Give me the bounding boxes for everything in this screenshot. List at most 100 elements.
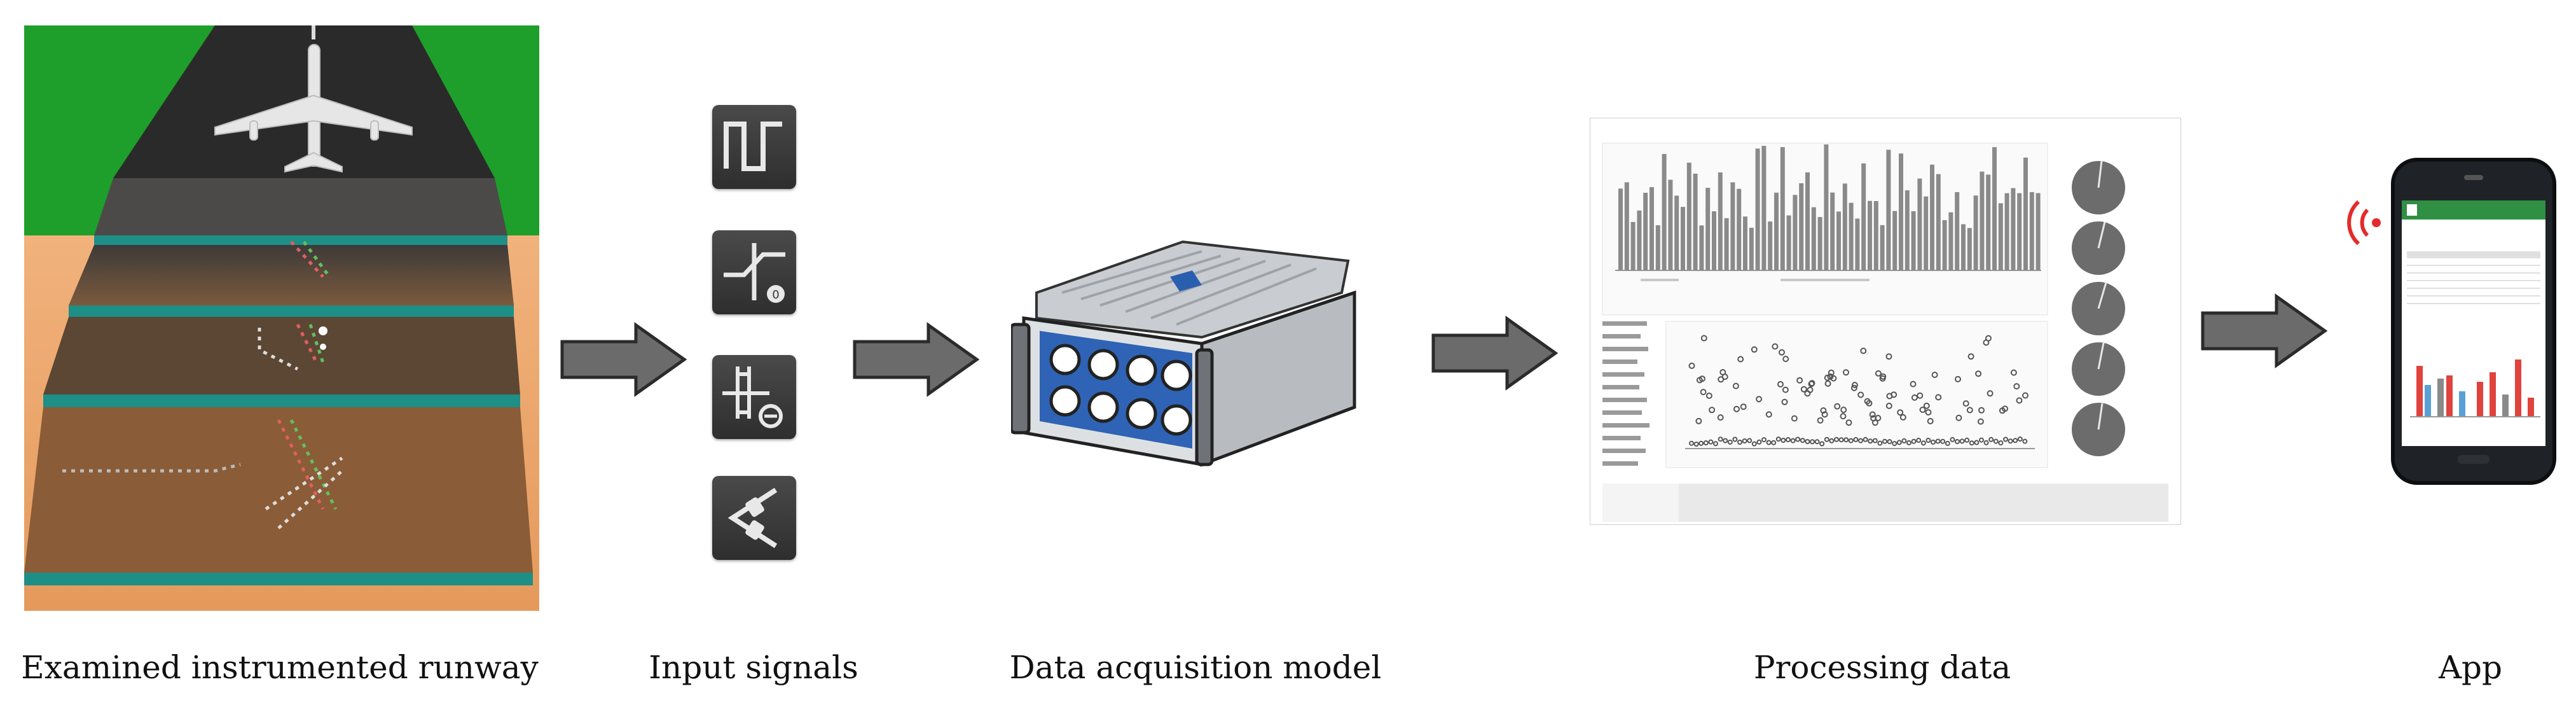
dashboard-bar bbox=[1980, 171, 1985, 270]
caption-app: App bbox=[2438, 649, 2503, 686]
dashboard-point bbox=[1885, 402, 1892, 409]
caption-input-signals: Input signals bbox=[649, 649, 858, 686]
dashboard-point bbox=[1732, 436, 1738, 442]
dashboard-point bbox=[1869, 411, 1876, 418]
dashboard-point bbox=[1927, 417, 1934, 424]
dashboard-point bbox=[2016, 397, 2023, 404]
dashboard-bar bbox=[1873, 200, 1878, 270]
thermocouple-icon bbox=[712, 476, 796, 560]
dashboard-bar bbox=[1755, 148, 1760, 270]
dashboard-bar bbox=[1743, 216, 1747, 270]
dashboard-point bbox=[1840, 407, 1847, 414]
arrow-right-icon bbox=[560, 322, 687, 397]
dashboard-bar bbox=[1624, 182, 1629, 270]
dashboard-bar bbox=[2017, 193, 2022, 270]
dashboard-bar bbox=[1724, 218, 1729, 270]
dashboard-point bbox=[1931, 439, 1936, 445]
dashboard-point bbox=[1851, 382, 1858, 389]
dashboard-point bbox=[1721, 373, 1728, 380]
dashboard-bar bbox=[1886, 150, 1891, 270]
dashboard-point bbox=[1824, 436, 1829, 442]
dashboard-point bbox=[1882, 438, 1887, 444]
dashboard-bar bbox=[1936, 174, 1941, 270]
dashboard-point bbox=[1875, 370, 1882, 377]
dashboard-bar bbox=[1961, 224, 1966, 270]
dashboard-point bbox=[1709, 407, 1716, 414]
caption-runway: Examined instrumented runway bbox=[21, 649, 539, 686]
dashboard-point bbox=[1756, 439, 1762, 445]
dashboard-point bbox=[2003, 436, 2008, 442]
dashboard-point bbox=[1978, 407, 1985, 414]
dashboard-bar bbox=[1830, 192, 1835, 270]
dashboard-point bbox=[1920, 440, 1926, 446]
dashboard-point bbox=[1966, 407, 1973, 414]
dashboard-point bbox=[1935, 438, 1941, 444]
dashboard-bar bbox=[1749, 227, 1754, 270]
dashboard-point bbox=[1751, 441, 1757, 447]
dashboard-bar bbox=[1630, 221, 1636, 270]
dashboard-point bbox=[1723, 438, 1728, 443]
dashboard-point bbox=[1733, 405, 1740, 412]
dashboard-point bbox=[1843, 437, 1849, 443]
dashboard-point bbox=[1863, 436, 1868, 442]
dashboard-bar bbox=[2004, 193, 2009, 270]
dashboard-point bbox=[1891, 391, 1898, 398]
data-acquisition-module-illustration bbox=[1011, 240, 1356, 467]
dashboard-bar bbox=[1674, 195, 1679, 270]
dashboard-point bbox=[1796, 377, 1803, 384]
dashboard-point bbox=[1782, 386, 1789, 393]
dashboard-bar bbox=[1892, 211, 1898, 270]
dashboard-point bbox=[1840, 413, 1847, 420]
dashboard-point bbox=[1857, 391, 1864, 398]
dashboard-point bbox=[1747, 438, 1753, 443]
dashboard-point bbox=[1977, 418, 1984, 425]
dashboard-point bbox=[1940, 438, 1946, 444]
dashboard-point bbox=[1967, 353, 1974, 360]
dashboard-bar bbox=[1973, 195, 1978, 270]
dashboard-bar bbox=[1904, 190, 1910, 270]
dashboard-pie-charts bbox=[2072, 160, 2125, 456]
dashboard-bar bbox=[1761, 146, 1767, 270]
dashboard-bar bbox=[1774, 192, 1779, 270]
dashboard-point bbox=[1705, 393, 1712, 399]
dashboard-point bbox=[1689, 440, 1694, 446]
dashboard-bar bbox=[1998, 203, 2003, 270]
dashboard-point bbox=[1917, 392, 1924, 399]
dashboard-point bbox=[1829, 438, 1835, 443]
dashboard-point bbox=[1779, 349, 1785, 356]
dashboard-point bbox=[1732, 382, 1739, 389]
dashboard-point bbox=[1824, 380, 1831, 387]
dashboard-point bbox=[1772, 343, 1779, 350]
dashboard-bar bbox=[2029, 192, 2034, 270]
dashboard-bar bbox=[1730, 182, 1735, 270]
dashboard-point bbox=[1740, 403, 1747, 410]
dashboard-point bbox=[1950, 436, 1955, 442]
dashboard-point bbox=[2008, 438, 2013, 444]
dashboard-legend-list bbox=[1602, 321, 1650, 466]
dashboard-bar bbox=[1992, 147, 1997, 270]
strain-gauge-icon bbox=[712, 355, 796, 439]
dashboard-point bbox=[1800, 438, 1805, 443]
dashboard-point bbox=[1791, 415, 1798, 422]
dashboard-bar bbox=[1737, 188, 1742, 270]
dashboard-point bbox=[1742, 438, 1747, 443]
dashboard-point bbox=[1892, 441, 1898, 447]
dashboard-point bbox=[1693, 442, 1699, 447]
dashboard-point bbox=[1923, 402, 1930, 409]
dashboard-point bbox=[1782, 356, 1789, 363]
dashboard-point bbox=[2017, 436, 2023, 442]
step-signal-icon: 0 bbox=[712, 230, 796, 314]
dashboard-point bbox=[1828, 369, 1835, 376]
dashboard-point bbox=[1790, 438, 1796, 443]
dashboard-point bbox=[1935, 394, 1942, 401]
dashboard-point bbox=[1896, 440, 1902, 445]
dashboard-point bbox=[1959, 438, 1965, 444]
dashboard-point bbox=[1906, 440, 1911, 445]
dashboard-bar bbox=[1643, 192, 1648, 270]
dashboard-point bbox=[1830, 375, 1837, 382]
dashboard-point bbox=[1766, 440, 1772, 445]
dashboard-bar bbox=[1967, 228, 1972, 270]
dashboard-bar bbox=[1780, 147, 1785, 270]
dashboard-point bbox=[1955, 375, 1961, 382]
